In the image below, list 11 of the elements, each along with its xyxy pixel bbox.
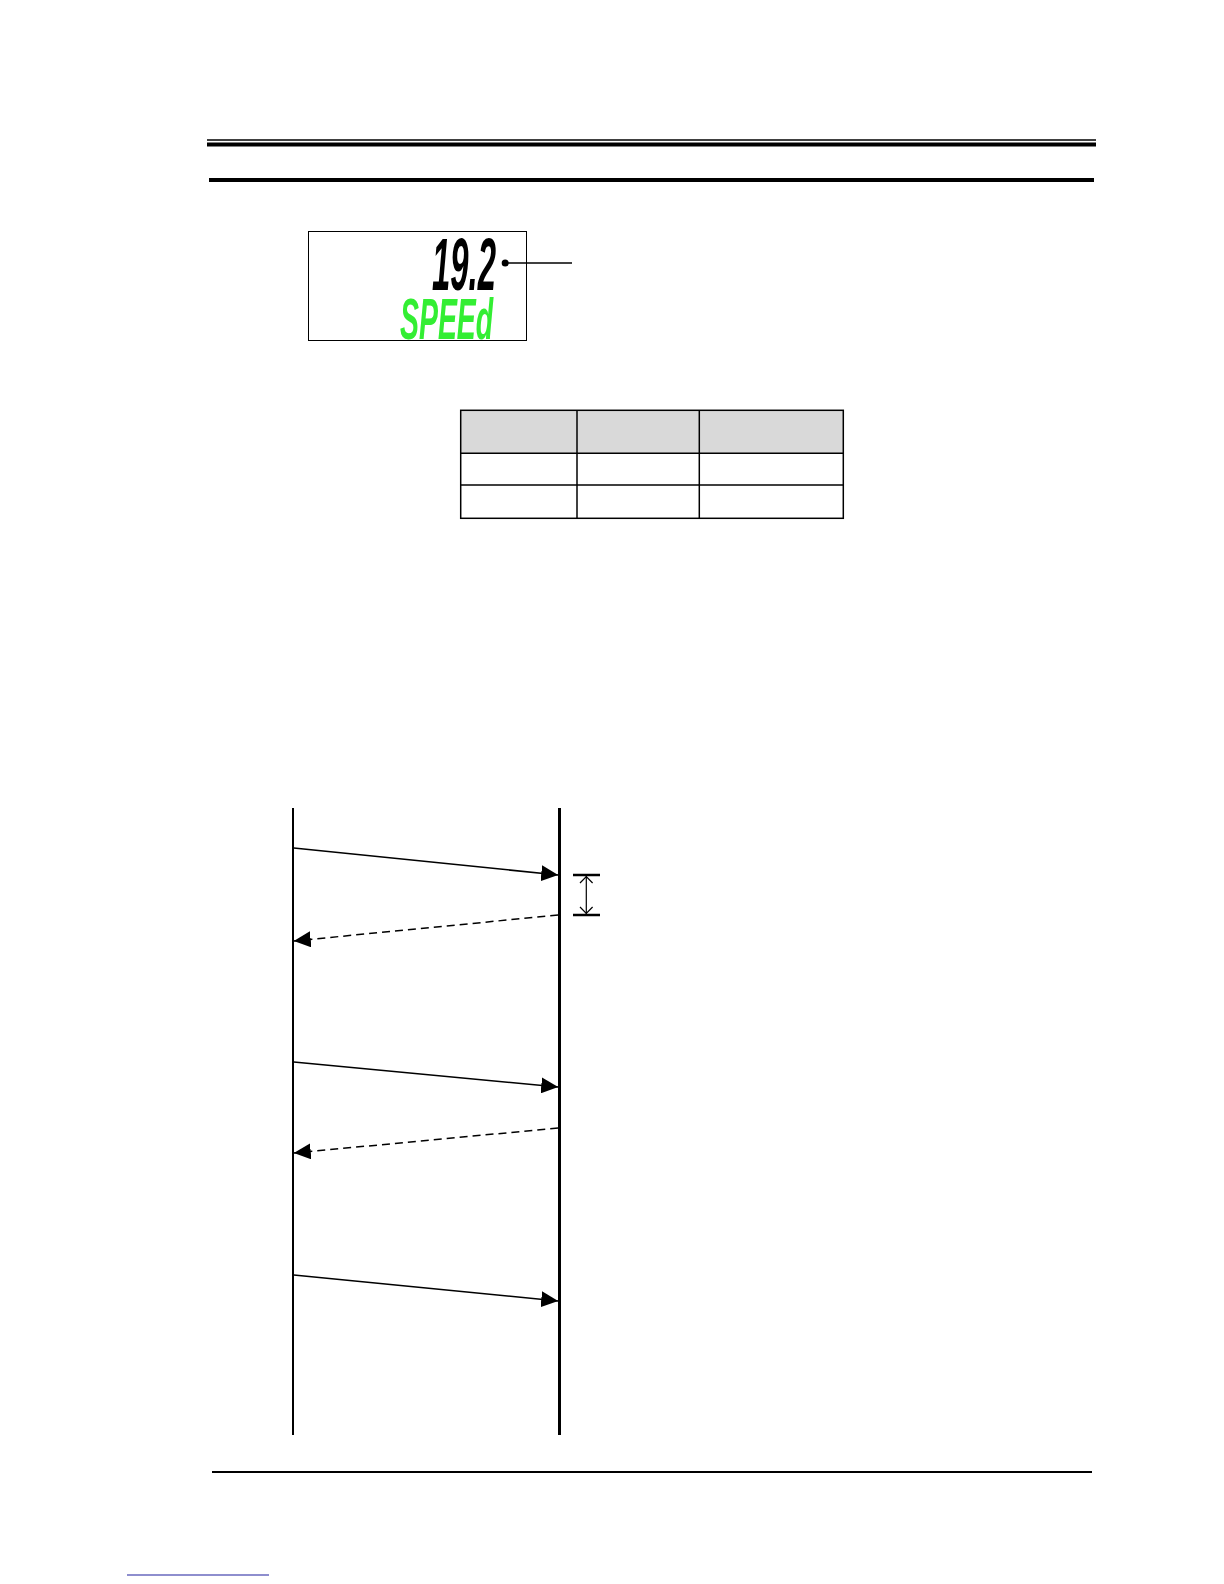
dashed-arrow	[293, 914, 559, 948]
lcd-display-panel	[308, 231, 527, 341]
arrow	[293, 1061, 559, 1094]
lifeline-bar	[558, 808, 561, 1435]
leader-line	[501, 259, 573, 267]
dashed-arrow	[293, 1127, 559, 1160]
display-mode-label: SPEEd	[400, 297, 494, 341]
arrow	[293, 847, 559, 882]
display-reading: 19.2	[432, 237, 503, 294]
arrow	[293, 1274, 559, 1308]
lifeline-bar	[292, 808, 294, 1435]
